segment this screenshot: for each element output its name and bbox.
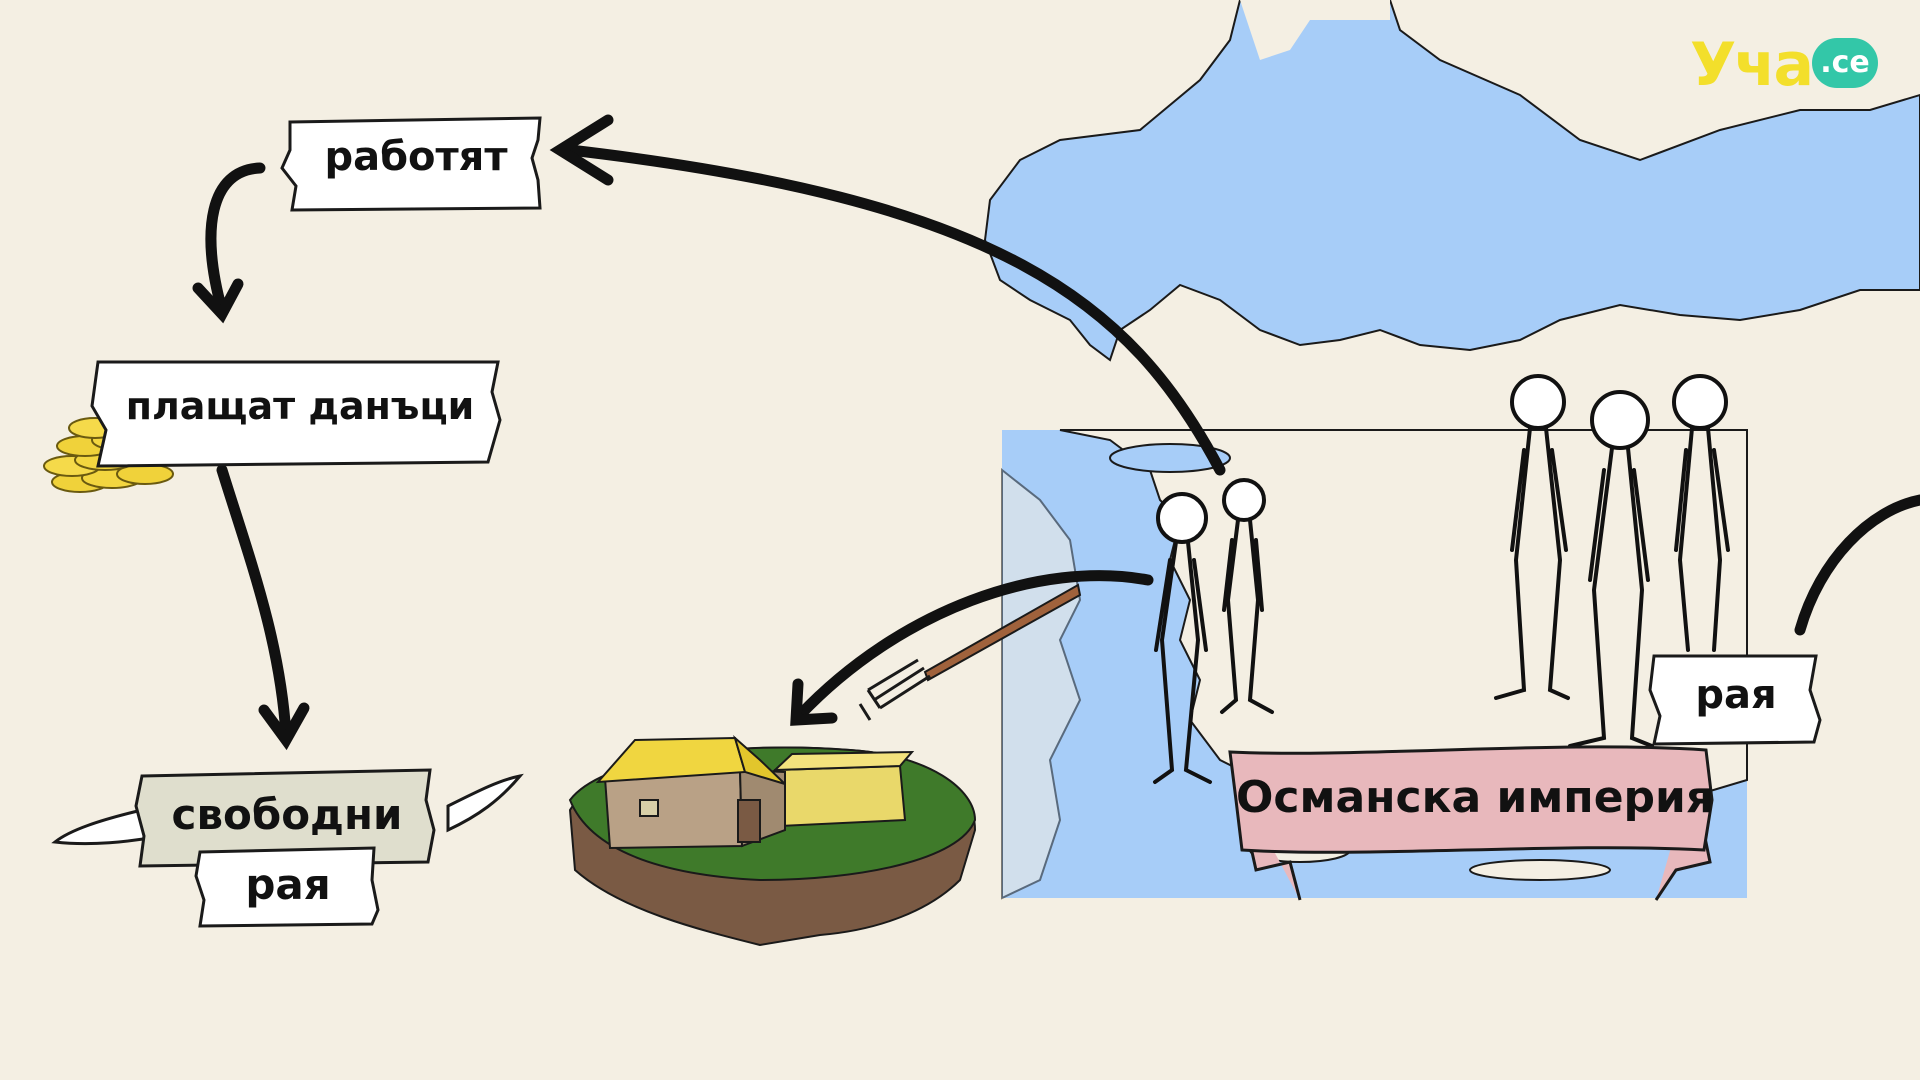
label-empire: Османска империя: [1236, 772, 1715, 823]
map-sea: [983, 0, 1920, 362]
label-raya-left: рая: [245, 860, 331, 909]
box-free: [134, 768, 436, 868]
arrow-taxes-to-free: [216, 464, 292, 741]
arrow-work-to-taxes: [205, 162, 266, 316]
arrow-work-head: [549, 114, 614, 186]
box-taxes: [90, 360, 502, 468]
arrows: [192, 114, 1920, 751]
logo-text: Уча: [1690, 30, 1814, 100]
logo-badge: .ce: [1812, 38, 1878, 88]
arrow-to-work: [564, 144, 1226, 476]
box-raya-left: [194, 846, 380, 928]
arrow-farm-head: [790, 678, 838, 726]
arrow-free-head: [258, 702, 310, 751]
banner-shapes: [51, 116, 1822, 928]
farm-illustration: [568, 734, 977, 947]
label-work: работят: [324, 134, 508, 180]
box-raya-right: [1648, 654, 1822, 746]
box-empire: [1228, 745, 1714, 854]
free-scroll-tails: [51, 773, 524, 846]
arrow-to-farm: [794, 570, 1154, 721]
arrow-right-edge: [1794, 494, 1920, 636]
box-work: [280, 116, 542, 212]
people-figures: [1153, 374, 1730, 784]
label-taxes: плащат данъци: [125, 384, 475, 428]
label-free: свободни: [171, 790, 403, 839]
arrow-taxes-head: [192, 278, 244, 324]
label-raya-right: рая: [1695, 672, 1777, 718]
pitchfork-icon: [858, 583, 1082, 721]
